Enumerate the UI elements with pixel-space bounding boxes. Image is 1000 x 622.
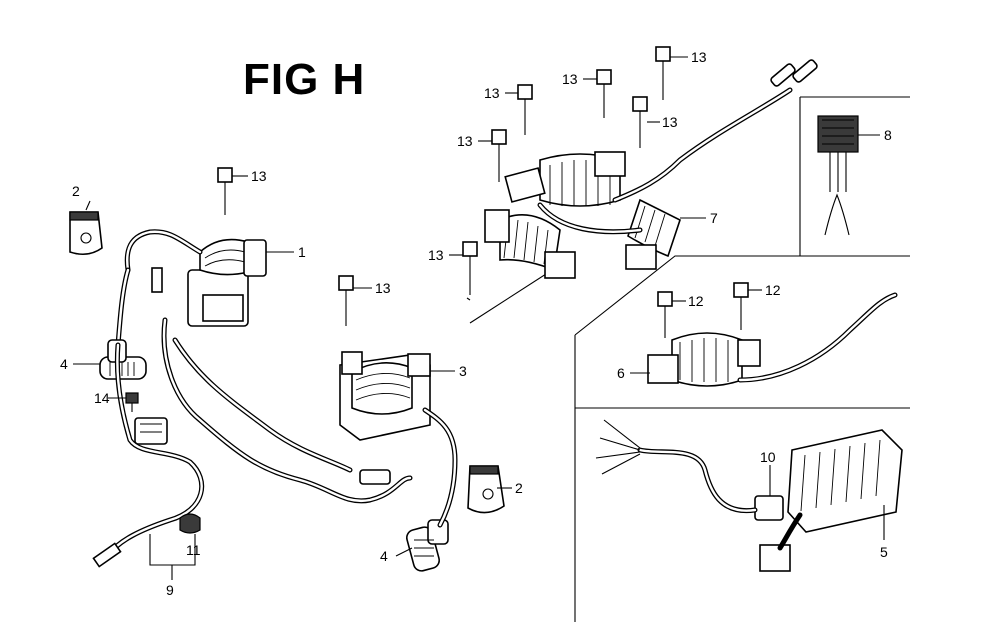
callout-6: 6: [617, 365, 625, 381]
callout-7: 7: [710, 210, 718, 226]
callout-13-top-1: 13: [484, 85, 500, 101]
bolt-13-e: [655, 46, 671, 100]
bolt-12-b: [733, 282, 749, 330]
bolt-13-g: [491, 129, 507, 182]
callout-4-left: 4: [60, 356, 68, 372]
callout-5: 5: [880, 544, 888, 560]
callout-14: 14: [94, 390, 110, 406]
part-8-small-regulator: [817, 115, 859, 236]
callout-2-bottom: 2: [515, 480, 523, 496]
callout-12-left: 12: [688, 293, 704, 309]
callout-13-mid-bolt: 13: [375, 280, 391, 296]
callout-11: 11: [186, 542, 201, 558]
bolt-13-f: [632, 96, 648, 148]
part-7-stator-coils: [484, 59, 818, 279]
figure-title: FIG H: [243, 55, 366, 104]
callout-2-top: 2: [72, 183, 80, 199]
callout-13-top-4: 13: [662, 114, 678, 130]
leader-lines: [73, 56, 885, 580]
callout-labels: 1 2 2 3 4 4 5 6 7 8 9 10 11 12 12 13 13 …: [60, 49, 892, 598]
part-4-spark-plug-boot-right: [406, 519, 449, 572]
part-2-plug-cap-bottom: [467, 465, 505, 514]
callout-8: 8: [884, 127, 892, 143]
part-2-plug-cap-top: [69, 211, 103, 256]
callout-9: 9: [166, 582, 174, 598]
callout-13-top-5: 13: [457, 133, 473, 149]
part-11-grommet: [179, 513, 201, 534]
part-6-charging-coil: [647, 292, 898, 387]
wire-harness-left: [92, 317, 413, 568]
callout-12-right: 12: [765, 282, 781, 298]
callout-4-right: 4: [380, 548, 388, 564]
callout-13-stator-bolt: 13: [428, 247, 444, 263]
bolt-13-b: [338, 275, 354, 326]
bolt-13-d: [596, 69, 612, 118]
part-3-ignition-coil: [339, 351, 458, 528]
bolt-12-a: [657, 291, 673, 338]
callout-3: 3: [459, 363, 467, 379]
callout-13-coil-bolt: 13: [251, 168, 267, 184]
callout-10: 10: [760, 449, 776, 465]
callout-13-top-3: 13: [691, 49, 707, 65]
bolt-13-a: [217, 167, 233, 215]
bolt-13-c: [517, 84, 533, 135]
panel-borders: [469, 96, 910, 622]
callout-1: 1: [298, 244, 306, 260]
part-1-ignition-coil: [115, 229, 267, 348]
bolt-13-h: [462, 241, 478, 295]
part-14-screw: [125, 392, 139, 412]
part-5-rectifier: [759, 429, 903, 572]
part-4-spark-plug-boot-left: [99, 339, 147, 380]
part-10-connector: [595, 419, 784, 521]
bolts: [217, 46, 749, 338]
callout-13-top-2: 13: [562, 71, 578, 87]
